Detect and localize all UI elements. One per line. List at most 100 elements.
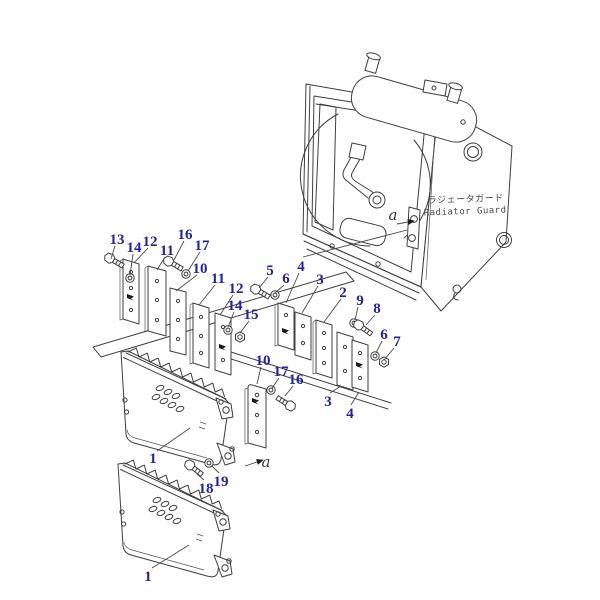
part-number-label: 4	[297, 259, 305, 275]
part-number-label: 11	[211, 271, 225, 287]
leader-line	[285, 272, 300, 304]
section-arrow-shaft	[396, 221, 409, 225]
part-12-plate	[119, 258, 140, 325]
frame-bottom-rail	[302, 233, 422, 301]
leader-line	[151, 544, 190, 569]
part-19-washer	[204, 458, 214, 468]
radiator-guard-frame	[299, 52, 513, 312]
part-number-label: 9	[356, 293, 364, 309]
section-a-bracket	[302, 206, 421, 258]
title-english: Radiator Guard	[424, 206, 507, 219]
fan-shroud-arc	[299, 113, 371, 247]
leader-line	[156, 427, 191, 452]
leader-line	[365, 314, 376, 326]
part-number-label: 5	[266, 263, 274, 279]
leader-line	[196, 473, 205, 481]
leader-line	[284, 385, 294, 397]
leader-line	[258, 276, 269, 289]
leader-line	[271, 377, 280, 389]
section-arrow-head	[256, 459, 264, 465]
leader-line	[239, 320, 250, 334]
leader-line	[227, 311, 235, 328]
part-6-washer	[270, 290, 280, 300]
drawing-title: ラジェータガード Radiator Guard	[424, 193, 507, 219]
part-13-bolt	[102, 250, 127, 271]
part-11-plate	[144, 265, 167, 337]
plate-group-middle	[248, 281, 389, 393]
part-number-label: 3	[324, 394, 332, 410]
part-number-label: 16	[178, 227, 194, 243]
part-number-label: 3	[316, 272, 324, 288]
leader-line	[256, 366, 262, 385]
section-marker-label: a	[389, 206, 398, 224]
part-number-label: 4	[346, 406, 354, 422]
section-arrow-head	[407, 219, 415, 225]
section-arrow-shaft	[244, 461, 258, 467]
side-panel-tube-hole	[463, 142, 483, 162]
title-japanese: ラジェータガード	[428, 193, 504, 207]
leader-line	[110, 245, 116, 260]
part-17-washer	[181, 269, 191, 279]
part-10-tall-plate	[244, 384, 298, 449]
leader-line	[187, 251, 201, 272]
leader-line	[133, 247, 149, 264]
part-16-bolt	[274, 393, 298, 414]
leader-line	[219, 294, 234, 316]
part-12-plate	[214, 312, 232, 376]
part-number-label: 19	[214, 474, 229, 490]
part-7-nut	[379, 356, 389, 368]
leader-line	[354, 306, 359, 321]
leader-line	[129, 253, 134, 276]
part-number-label: 8	[373, 301, 381, 317]
part-number-label: 1	[149, 451, 157, 467]
part-number-label: 16	[289, 372, 305, 388]
part-11-plate	[189, 302, 210, 369]
part-number-label: 12	[143, 234, 158, 250]
part-number-label: 14	[228, 298, 244, 314]
part-number-label: 11	[160, 243, 174, 259]
part-15-nut	[235, 331, 245, 343]
part-number-label: 2	[339, 285, 347, 301]
part-number-label: 18	[199, 481, 214, 497]
mounting-strip-lower	[227, 351, 392, 410]
leader-line	[323, 298, 342, 323]
part-number-label: 12	[229, 281, 244, 297]
leader-line	[350, 391, 360, 406]
leader-line	[329, 385, 342, 394]
part-number-label: 15	[244, 307, 259, 323]
part-6-washer	[370, 351, 380, 361]
leader-line	[375, 340, 383, 354]
part-number-label: 10	[256, 353, 271, 369]
part-number-label: 1	[144, 569, 152, 585]
mounting-strip-upper	[92, 271, 355, 358]
part-14-washer	[125, 273, 135, 283]
part-4-plate	[274, 302, 295, 351]
part-3-plate	[294, 311, 312, 361]
leader-line	[156, 256, 166, 271]
part-2-plate	[312, 319, 333, 379]
section-marker-label: a	[262, 453, 271, 471]
part-number-label: 7	[393, 334, 401, 350]
part-number-label: 13	[110, 232, 125, 248]
leader-line	[301, 285, 319, 314]
leader-line	[383, 347, 395, 361]
part-number-label: 17	[274, 364, 290, 380]
side-panel-port	[496, 232, 512, 248]
part-number-label: 6	[282, 271, 290, 287]
top-tank	[350, 52, 478, 143]
leader-line	[274, 284, 285, 294]
part-number-label: 14	[127, 240, 143, 256]
part-number-label: 17	[195, 238, 211, 254]
part-4-plate	[351, 339, 369, 393]
plate-group-upper-left	[102, 250, 245, 376]
leader-line	[198, 284, 216, 306]
part-3-plate	[336, 331, 354, 391]
part-number-label: 10	[193, 261, 208, 277]
leader-line	[175, 274, 198, 292]
part-10-backing-plate	[169, 287, 187, 356]
leader-line	[211, 465, 220, 474]
part-number-label: 6	[380, 327, 388, 343]
